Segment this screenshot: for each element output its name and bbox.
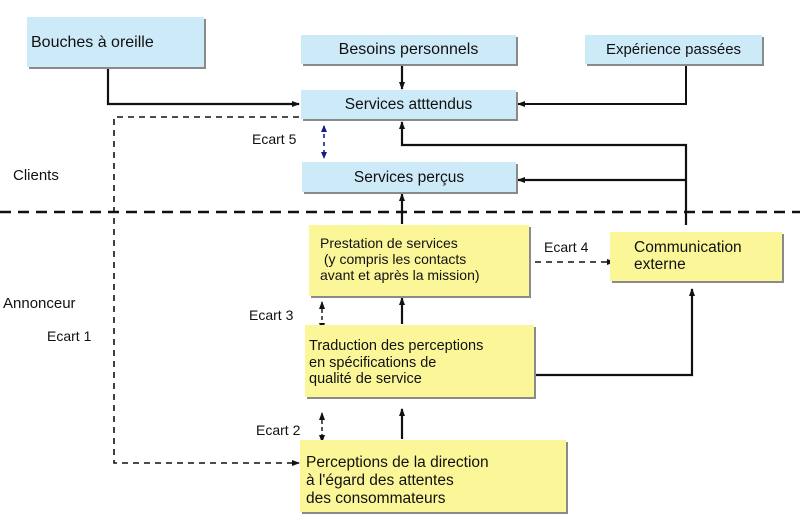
perceived-services-box: Services perçus [302,162,516,192]
arrow-communication-to-expected [399,121,688,225]
past-experience-box: Expérience passées [585,35,762,64]
translation-line-2: en spécifications de [309,354,437,371]
expected-services-label: Services atttendus [344,96,473,113]
past-experience-label: Expérience passées [605,41,742,58]
personal-needs-label: Besoins personnels [338,41,479,58]
external-communication-box: Communication externe [610,232,782,281]
expected-services-box: Services atttendus [301,90,516,119]
external-communication-line-1: Communication [634,239,742,256]
translation-line-1: Traduction des perceptions [309,338,484,354]
management-perceptions-line-1: Perceptions de la direction [306,454,489,471]
gap1-label: Ecart 1 [47,328,92,344]
arrow-experience-to-expected [517,65,687,107]
word-of-mouth-box: Bouches à oreille [27,17,204,67]
advertiser-section-label: Annonceur [3,295,76,312]
gap1-connector [113,116,300,466]
translation-box: Traduction des perceptions en spécificat… [305,325,534,397]
personal-needs-box: Besoins personnels [301,35,516,64]
management-perceptions-line-3: des consommateurs [306,490,446,507]
arrow-word-of-mouth-to-expected [106,67,300,107]
clients-section-label: Clients [13,167,59,184]
management-perceptions-line-2: à l'égard des attentes [306,472,454,489]
perceived-services-label: Services perçus [353,168,465,186]
service-delivery-line-3: avant et après la mission) [320,267,480,283]
service-delivery-box: Prestation de services (y compris les co… [309,225,529,296]
word-of-mouth-label: Bouches à oreille [31,33,154,51]
gap3-label: Ecart 3 [249,307,294,323]
gap2-label: Ecart 2 [256,422,301,438]
management-perceptions-box: Perceptions de la direction à l'égard de… [300,440,566,512]
gap4-label: Ecart 4 [544,239,589,255]
service-delivery-line-2: (y compris les contacts [320,251,467,267]
service-delivery-line-1: Prestation de services [320,235,458,251]
translation-line-3: qualité de service [309,371,422,387]
arrow-translation-to-communication [535,288,695,377]
external-communication-line-2: externe [634,256,686,273]
gap5-label: Ecart 5 [252,131,297,147]
